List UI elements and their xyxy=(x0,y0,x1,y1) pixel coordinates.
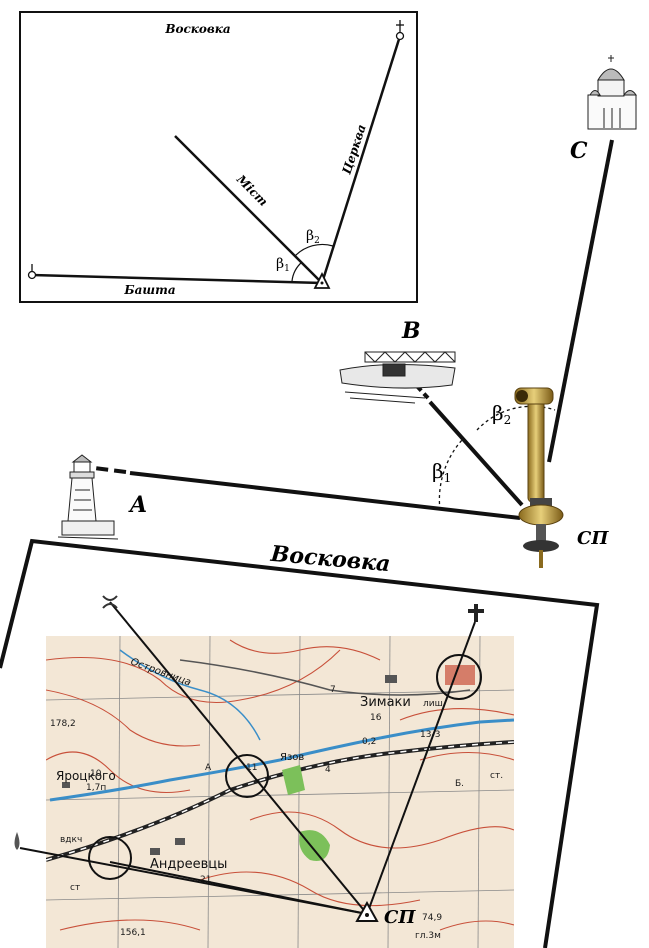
map-label-yazov: Язов xyxy=(280,752,304,763)
sight-line-tower-dashed xyxy=(85,465,127,474)
map-stream-2 xyxy=(119,649,261,741)
sight-line-bridge xyxy=(428,400,524,507)
tracing-paper-frame xyxy=(19,11,418,303)
sight-line-tower xyxy=(129,471,521,520)
map-num-16: 16 xyxy=(370,713,382,723)
map-num-133: 13-3 xyxy=(420,730,440,740)
point-c-label: C xyxy=(570,138,588,164)
angle-2-label: β2 xyxy=(306,228,320,246)
map-num-21: 21 xyxy=(200,875,211,885)
map-height-1: 178,2 xyxy=(50,719,76,729)
station-triangle-icon xyxy=(313,271,331,289)
map-label-b: Б. xyxy=(455,779,464,789)
map-target-circle-tower xyxy=(88,836,132,880)
theodolite-icon xyxy=(514,387,564,568)
tracing-paper-bottom: Восковка xyxy=(0,538,600,948)
field-scene: β1 β2 A B C СП xyxy=(57,55,637,568)
field-angle-arc-1 xyxy=(438,439,463,511)
map-label-st2: ст xyxy=(70,883,80,893)
map-label-a: А xyxy=(205,763,212,773)
ray-church xyxy=(320,35,402,284)
map-height-2: 156,1 xyxy=(120,928,146,938)
map-station-label: СП xyxy=(384,907,416,928)
map-target-circle-bridge xyxy=(225,754,269,798)
map-forest-1 xyxy=(282,765,305,795)
topographic-map: Зимаки Андреевцы Яроцкого Островница Язо… xyxy=(46,636,514,948)
church-icon xyxy=(587,55,637,130)
map-label-lish: лиш xyxy=(423,699,443,709)
point-a-label: A xyxy=(128,492,147,518)
bridge-icon xyxy=(339,351,456,404)
lighthouse-icon xyxy=(57,454,119,540)
station-label: СП xyxy=(577,528,609,549)
angle-1-label: β1 xyxy=(276,256,290,274)
map-num-02: 0,2 xyxy=(362,737,376,747)
map-num-17: 1,7п xyxy=(86,783,106,793)
map-ray-church xyxy=(366,621,476,915)
map-label-st1: ст. xyxy=(490,771,503,781)
map-background xyxy=(46,636,514,948)
map-contours xyxy=(46,639,514,931)
tracing-paper-title: Восковка xyxy=(164,22,230,36)
map-forest-2 xyxy=(299,830,330,861)
map-label-vdkch: вдкч xyxy=(60,835,82,845)
map-rays xyxy=(19,601,476,915)
map-num-10: 10 xyxy=(90,769,102,779)
field-angle-arc-2 xyxy=(476,405,556,431)
field-angle-1-label: β1 xyxy=(432,459,451,485)
map-label-zimaki: Зимаки xyxy=(360,695,411,710)
ray-tower xyxy=(31,273,323,285)
church-cross-icon xyxy=(468,604,484,622)
map-station-triangle-icon xyxy=(355,900,379,922)
map-settlement-zimaki xyxy=(445,665,475,685)
church-symbol-icon xyxy=(395,20,405,41)
map-label-gl: гл.3м xyxy=(415,931,441,941)
map-label-andreevtsy: Андреевцы xyxy=(150,857,227,872)
bridge-symbol-icon xyxy=(102,595,118,609)
tracing-paper-bottom-frame xyxy=(0,538,600,948)
map-num-11: 11 xyxy=(246,763,257,773)
angle-arc-1 xyxy=(291,261,303,282)
map-label-yarotskogo: Яроцкого xyxy=(56,769,116,783)
map-num-7: 7 xyxy=(330,685,336,695)
tower-symbol-icon xyxy=(27,264,37,280)
angle-arc-2 xyxy=(294,243,334,257)
map-stream xyxy=(49,718,514,802)
point-b-label: B xyxy=(401,318,421,344)
ray-tower-label: Башта xyxy=(123,283,175,297)
tower-drop-icon xyxy=(14,832,20,850)
sight-line-church xyxy=(547,139,614,463)
map-num-4: 4 xyxy=(325,765,331,775)
tracing-paper-top: Восковка Міст Церква Башта β1 β2 xyxy=(19,11,418,303)
map-ray-bridge xyxy=(109,601,368,915)
map-grid xyxy=(46,636,514,948)
map-road xyxy=(179,659,471,696)
field-angle-2-label: β2 xyxy=(492,401,511,427)
ray-bridge xyxy=(174,135,323,284)
map-height-3: 74,9 xyxy=(422,913,442,923)
map-target-circle-church xyxy=(436,654,482,700)
